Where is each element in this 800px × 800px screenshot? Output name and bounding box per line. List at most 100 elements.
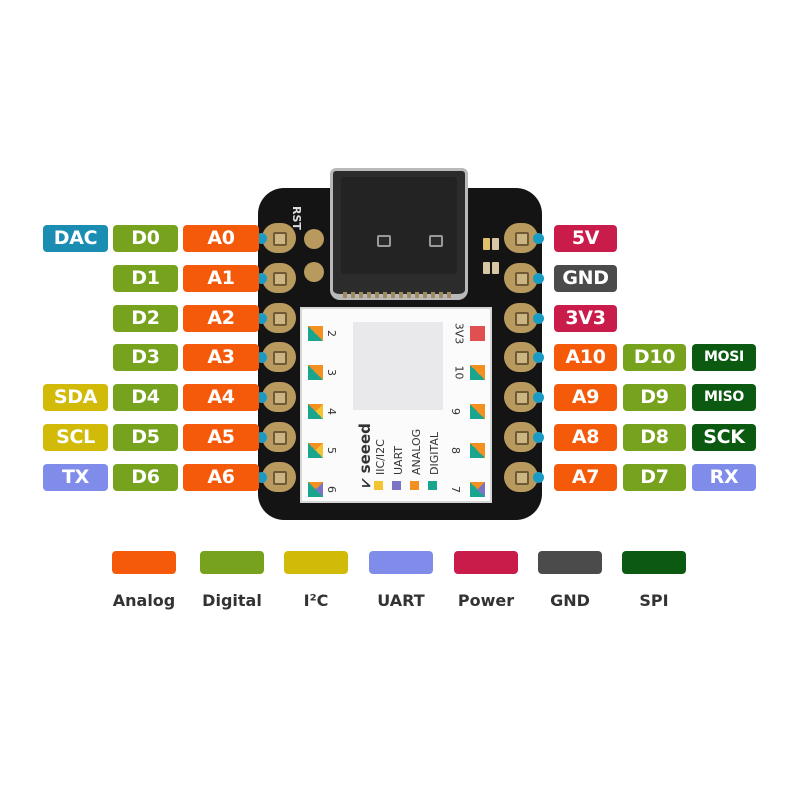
pin-pad-right xyxy=(504,223,538,253)
legend-label-analog: Analog xyxy=(112,591,176,610)
pin-label-digital: D3 xyxy=(113,344,178,371)
usb-mount-hole xyxy=(377,235,391,247)
led-indicator xyxy=(483,238,490,250)
legend-label-i2c: I²C xyxy=(303,591,329,610)
pin-pad-left xyxy=(262,303,296,333)
legend-label-power: Power xyxy=(457,591,515,610)
reset-pad xyxy=(304,229,324,249)
pin-label-analog: A10 xyxy=(554,344,617,371)
pin-label-digital: D10 xyxy=(623,344,686,371)
legend-swatch-analog xyxy=(112,551,176,574)
pin-label-analog: A9 xyxy=(554,384,617,411)
pin-label-power: 5V xyxy=(554,225,617,252)
pin-pad-right xyxy=(504,303,538,333)
pin-pad-left xyxy=(262,462,296,492)
chip-pin-marker xyxy=(308,326,323,341)
pin-pad-right xyxy=(504,342,538,372)
chip-pin-marker xyxy=(470,482,485,497)
pin-label-analog: A7 xyxy=(554,464,617,491)
chip-shield xyxy=(353,322,443,410)
pin-label-spi: SCK xyxy=(692,424,756,451)
pin-dot xyxy=(256,273,267,284)
pin-label-spi: MOSI xyxy=(692,344,756,371)
pin-label-digital: D8 xyxy=(623,424,686,451)
chip-pin-number: 3 xyxy=(325,369,338,376)
chip-legend-swatch xyxy=(428,481,437,490)
usb-mount-hole xyxy=(429,235,443,247)
pin-label-i2c: SCL xyxy=(43,424,108,451)
pin-dot xyxy=(533,313,544,324)
pin-label-i2c: SDA xyxy=(43,384,108,411)
reset-pad xyxy=(304,262,324,282)
pin-label-digital: D4 xyxy=(113,384,178,411)
pin-pad-left xyxy=(262,263,296,293)
legend-swatch-gnd xyxy=(538,551,602,574)
legend-swatch-uart xyxy=(369,551,433,574)
pin-pad-left xyxy=(262,422,296,452)
chip-brand-text: seeed xyxy=(356,423,374,474)
usb-contacts xyxy=(343,292,455,298)
usb-c-connector xyxy=(330,168,468,300)
chip-pin-number: 6 xyxy=(325,486,338,493)
legend-swatch-power xyxy=(454,551,518,574)
legend-swatch-i2c xyxy=(284,551,348,574)
pin-pad-right xyxy=(504,382,538,412)
pin-pad-right xyxy=(504,422,538,452)
chip-legend-label: DIGITAL xyxy=(428,431,441,475)
chip-pin-marker xyxy=(308,404,323,419)
pin-pad-left xyxy=(262,342,296,372)
pin-label-power: 3V3 xyxy=(554,305,617,332)
pin-pad-right xyxy=(504,462,538,492)
pin-label-digital: D6 xyxy=(113,464,178,491)
chip-legend-swatch xyxy=(374,481,383,490)
pin-pad-left xyxy=(262,223,296,253)
pin-label-analog: A4 xyxy=(183,384,259,411)
chip-legend-swatch xyxy=(410,481,419,490)
chip-legend-label: IIC/I2C xyxy=(374,439,387,475)
pin-dot xyxy=(533,392,544,403)
pin-dot xyxy=(256,392,267,403)
pin-label-analog: A6 xyxy=(183,464,259,491)
pin-dot xyxy=(533,472,544,483)
chip-pin-marker xyxy=(470,365,485,380)
chip-pin-number: 7 xyxy=(449,486,462,493)
chip-pin-marker xyxy=(308,365,323,380)
pin-dot xyxy=(533,273,544,284)
chip-pin-marker xyxy=(308,443,323,458)
chip-brand: ⩗ seeed xyxy=(356,423,374,487)
legend-label-uart: UART xyxy=(377,591,425,610)
led-indicator xyxy=(492,238,499,250)
legend-label-digital: Digital xyxy=(202,591,262,610)
pin-pad-left xyxy=(262,382,296,412)
pin-dot xyxy=(256,352,267,363)
chip-legend-swatch xyxy=(392,481,401,490)
chip-pin-number: 3V3 xyxy=(452,322,466,345)
chip-pin-marker xyxy=(470,326,485,341)
led-indicator xyxy=(483,262,490,274)
chip-pin-number: 5 xyxy=(325,447,338,454)
pin-label-gnd: GND xyxy=(554,265,617,292)
pin-label-digital: D0 xyxy=(113,225,178,252)
chip-pin-marker xyxy=(470,443,485,458)
chip-legend-label: UART xyxy=(392,445,405,475)
legend-swatch-digital xyxy=(200,551,264,574)
pin-dot xyxy=(533,233,544,244)
chip-pin-number: 8 xyxy=(449,447,462,454)
pin-label-spi: MISO xyxy=(692,384,756,411)
pin-label-analog: A0 xyxy=(183,225,259,252)
reset-label: RST xyxy=(290,206,303,230)
chip-pin-number: 9 xyxy=(449,408,462,415)
pin-dot xyxy=(533,432,544,443)
led-indicator xyxy=(492,262,499,274)
pin-label-analog: A8 xyxy=(554,424,617,451)
pin-dot xyxy=(533,352,544,363)
pin-label-analog: A2 xyxy=(183,305,259,332)
pin-label-uart: TX xyxy=(43,464,108,491)
chip-pin-marker xyxy=(308,482,323,497)
legend-label-spi: SPI xyxy=(639,591,669,610)
pin-dot xyxy=(256,432,267,443)
chip-pin-number: 10 xyxy=(452,365,466,380)
pin-dot xyxy=(256,313,267,324)
pin-label-uart: RX xyxy=(692,464,756,491)
